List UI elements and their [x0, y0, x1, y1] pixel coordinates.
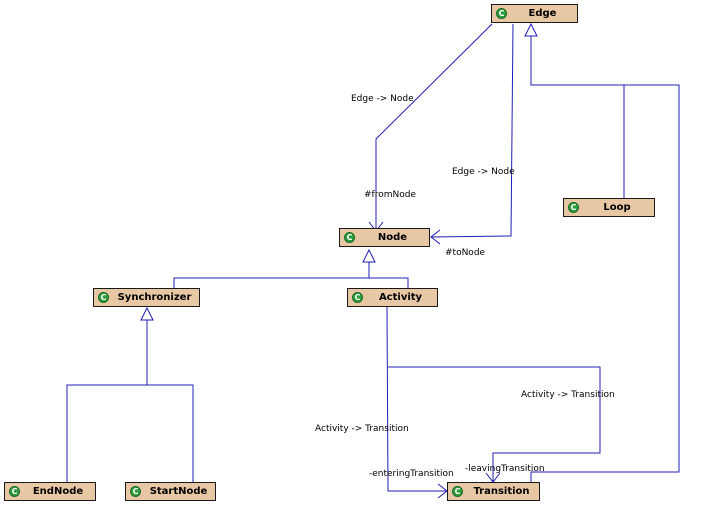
label-leaving-transition: -leavingTransition — [465, 464, 545, 474]
sync-generalization-endnode — [66, 384, 194, 482]
edge-transition-line — [530, 84, 680, 482]
loop-generalization — [530, 36, 625, 198]
class-loop[interactable]: C Loop — [563, 198, 655, 217]
class-name: Transition — [473, 486, 530, 497]
label-to-node: #toNode — [445, 248, 486, 258]
class-icon: C — [9, 486, 20, 497]
class-name: EndNode — [32, 486, 84, 497]
class-icon: C — [344, 232, 355, 243]
class-icon: C — [452, 486, 463, 497]
class-node[interactable]: C Node — [339, 228, 430, 247]
class-edge[interactable]: C Edge — [491, 4, 578, 23]
class-endnode[interactable]: C EndNode — [4, 482, 96, 501]
arrow-head — [430, 229, 441, 245]
generalization-triangle — [140, 306, 154, 321]
edge-from-node-association — [375, 23, 493, 231]
activity-entering-transition — [386, 306, 447, 492]
class-transition[interactable]: C Transition — [447, 482, 540, 501]
activity-leaving-transition — [388, 366, 601, 482]
edge-to-node-association — [430, 23, 514, 238]
label-from-node: #fromNode — [364, 190, 416, 200]
class-name: Synchronizer — [117, 292, 192, 303]
class-name: Edge — [528, 8, 557, 19]
class-startnode[interactable]: C StartNode — [125, 482, 216, 501]
class-name: Activity — [378, 292, 423, 303]
class-name: Node — [377, 232, 408, 243]
class-name: Loop — [603, 202, 631, 213]
class-icon: C — [130, 486, 141, 497]
class-icon: C — [568, 202, 579, 213]
generalization-triangle — [524, 22, 538, 37]
class-icon: C — [352, 292, 363, 303]
label-entering-transition: -enteringTransition — [369, 469, 454, 479]
generalization-triangle — [362, 248, 376, 263]
class-synchronizer[interactable]: C Synchronizer — [93, 288, 200, 307]
label-activity-transition-2: Activity -> Transition — [315, 424, 409, 434]
class-activity[interactable]: C Activity — [347, 288, 438, 307]
class-name: StartNode — [149, 486, 208, 497]
node-generalization-synchronizer — [173, 277, 409, 288]
class-icon: C — [496, 8, 507, 19]
label-edge-node-1: Edge -> Node — [351, 94, 414, 104]
label-edge-node-2: Edge -> Node — [452, 167, 515, 177]
label-activity-transition-1: Activity -> Transition — [521, 390, 615, 400]
class-icon: C — [98, 292, 109, 303]
